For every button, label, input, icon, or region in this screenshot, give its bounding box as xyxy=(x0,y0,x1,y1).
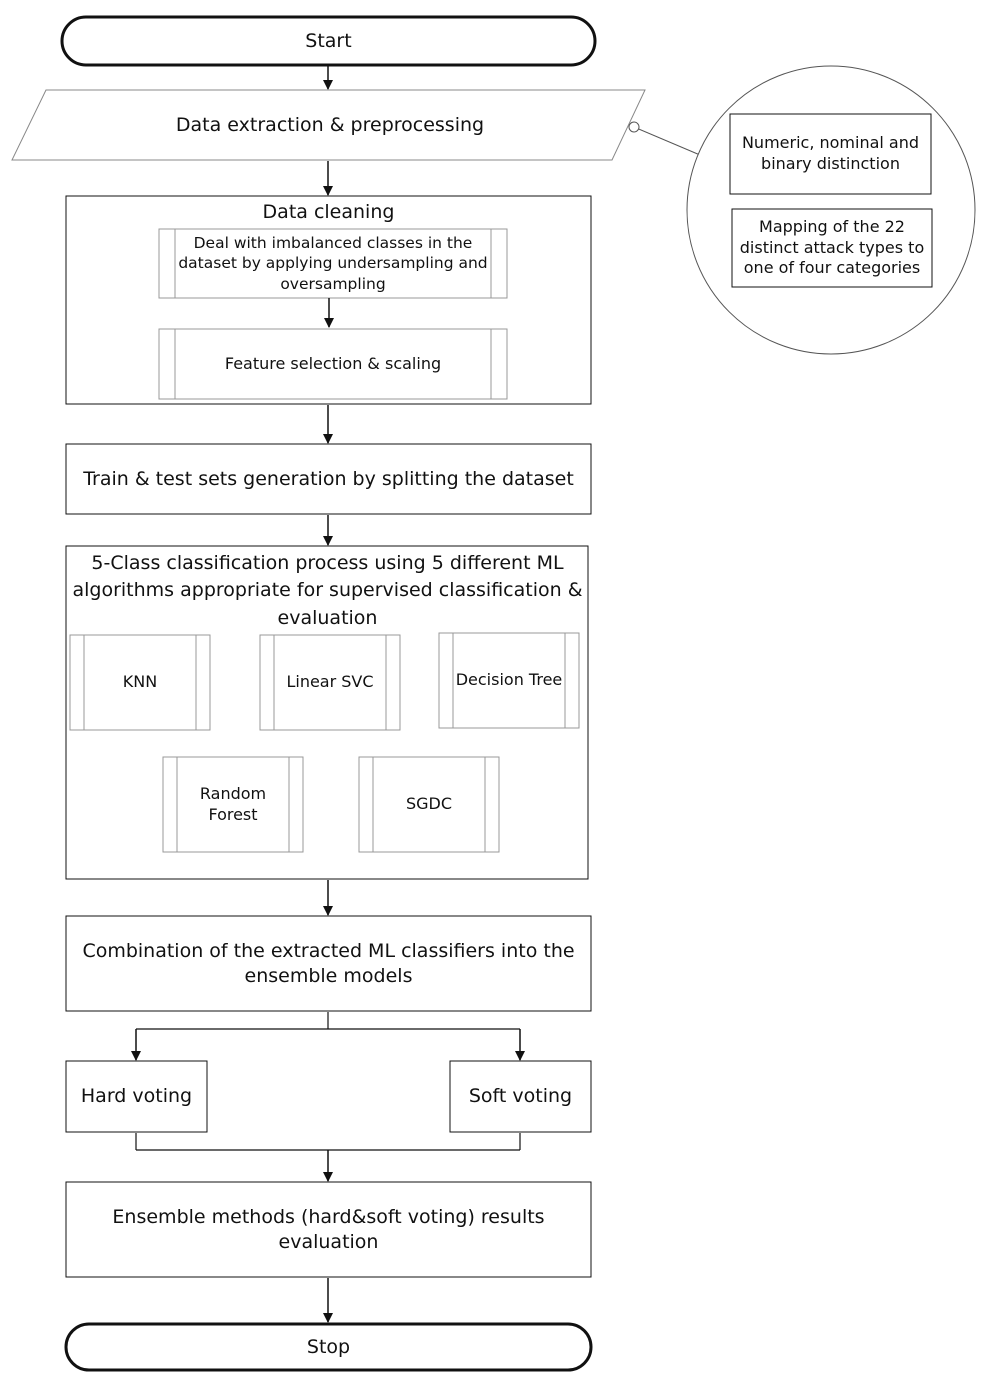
evaluation-label: Ensemble methods (hard&soft voting) resu… xyxy=(112,1205,545,1253)
split-box xyxy=(65,443,592,515)
start-label: Start xyxy=(305,29,352,52)
algo-decision-tree: Decision Tree xyxy=(455,670,563,690)
algo-knn-shape xyxy=(69,634,211,731)
note1-box xyxy=(729,113,932,195)
soft-voting-box xyxy=(449,1060,592,1133)
algo-decision-tree-shape xyxy=(438,632,580,729)
algo-sgdc-shape xyxy=(358,756,500,853)
soft-voting-label: Soft voting xyxy=(468,1085,573,1108)
combination-box xyxy=(65,915,592,1012)
cleaning-step2-label: Feature selection & scaling xyxy=(224,353,442,373)
extraction-parallelogram xyxy=(11,89,646,161)
algo-linear-svc: Linear SVC xyxy=(286,672,374,692)
algo-random-forest-shape xyxy=(162,756,304,853)
hard-voting-label: Hard voting xyxy=(80,1085,193,1108)
cleaning-step1-label: Deal with imbalanced classes in the data… xyxy=(178,234,488,293)
cleaning-step2-box xyxy=(158,328,508,400)
classification-title: 5-Class classification process using 5 d… xyxy=(72,551,583,629)
stop-terminator xyxy=(64,1322,593,1372)
split-label: Train & test sets generation by splittin… xyxy=(83,467,574,490)
note-connector xyxy=(633,126,701,156)
note-connector-dot xyxy=(628,121,640,133)
cleaning-title: Data cleaning xyxy=(262,200,395,223)
hard-voting-box xyxy=(65,1060,208,1133)
algo-sgdc: SGDC xyxy=(405,794,453,814)
algo-knn: KNN xyxy=(122,672,158,692)
cleaning-step1-box xyxy=(158,228,508,299)
evaluation-box xyxy=(65,1181,592,1278)
algo-linear-svc-shape xyxy=(259,634,401,731)
note2-label: Mapping of the 22 distinct attack types … xyxy=(739,216,925,278)
start-terminator xyxy=(60,15,597,67)
combination-label: Combination of the extracted ML classifi… xyxy=(82,939,575,987)
note1-label: Numeric, nominal and binary distinction xyxy=(741,133,920,173)
extraction-label: Data extraction & preprocessing xyxy=(175,113,485,136)
algo-random-forest: Random Forest xyxy=(199,783,267,824)
stop-label: Stop xyxy=(306,1335,351,1358)
note2-box xyxy=(731,208,933,288)
